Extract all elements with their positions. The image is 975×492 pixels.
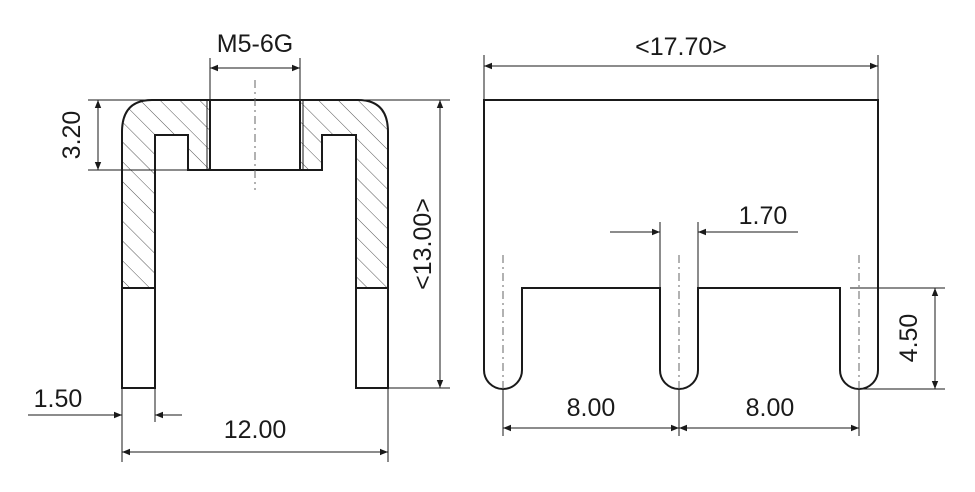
front-view-outline bbox=[483, 99, 879, 390]
side-view: M5-6G 3.20 <13.00> 12.00 1.50 bbox=[28, 30, 450, 462]
front-overall-width-label: <17.70> bbox=[635, 33, 727, 61]
overall-height-label: <13.00> bbox=[409, 198, 437, 290]
thread-label: M5-6G bbox=[217, 30, 293, 58]
overall-width-label: 12.00 bbox=[224, 416, 287, 444]
side-view-outline bbox=[121, 99, 389, 389]
slot-width-label: 1.70 bbox=[739, 202, 788, 230]
pitch-right-label: 8.00 bbox=[746, 394, 795, 422]
leg-width-label: 1.50 bbox=[34, 385, 83, 413]
slot-depth-label: 4.50 bbox=[895, 314, 923, 363]
front-view: <17.70> 1.70 4.50 8.00 8.00 bbox=[483, 33, 945, 436]
top-height-label: 3.20 bbox=[58, 111, 86, 160]
pitch-left-label: 8.00 bbox=[567, 394, 616, 422]
